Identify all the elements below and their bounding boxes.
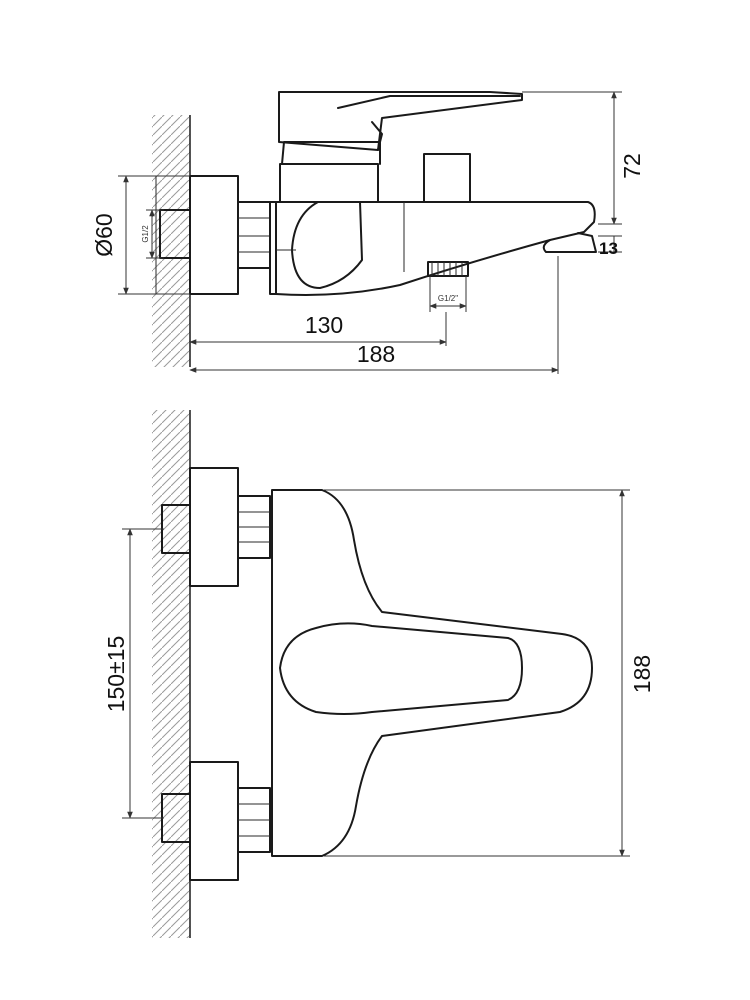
- side-hex-nut: [237, 201, 271, 269]
- side-cartridge: [279, 141, 381, 203]
- front-width-dimension: 188: [324, 489, 655, 857]
- front-width-label: 188: [629, 655, 655, 693]
- front-view: 150±15 188: [103, 410, 655, 938]
- inlet-thread-label: G1/2: [141, 225, 150, 243]
- diameter-label: Ø60: [91, 213, 117, 256]
- side-view: G1/2" G1/2 Ø60 72 13: [91, 91, 645, 374]
- front-lever-handle: [279, 622, 523, 715]
- side-outlet-thread: G1/2": [427, 261, 469, 312]
- side-body: [269, 201, 596, 296]
- side-spout-outlet: [542, 232, 597, 253]
- spout-drop-dimension: 13: [598, 235, 622, 258]
- outlet-offset-label: 130: [305, 312, 343, 338]
- outlet-thread-label: G1/2": [438, 294, 458, 303]
- front-body: [271, 489, 593, 857]
- inlet-thread-dimension: G1/2: [141, 209, 164, 259]
- inlet-spacing-label: 150±15: [103, 636, 129, 713]
- side-lever-handle: [278, 91, 523, 151]
- total-depth-dimension: 188: [189, 256, 559, 374]
- side-diverter-knob: [423, 153, 471, 203]
- outlet-offset-dimension: 130: [189, 312, 447, 346]
- diameter-dimension: Ø60: [91, 175, 190, 295]
- total-depth-label: 188: [357, 341, 395, 367]
- spout-drop-label: 13: [599, 239, 618, 258]
- front-wall: [152, 410, 191, 938]
- height-label: 72: [619, 153, 645, 179]
- inlet-spacing-dimension: 150±15: [103, 528, 164, 819]
- height-dimension: 72: [522, 91, 645, 225]
- side-wall: [152, 115, 191, 367]
